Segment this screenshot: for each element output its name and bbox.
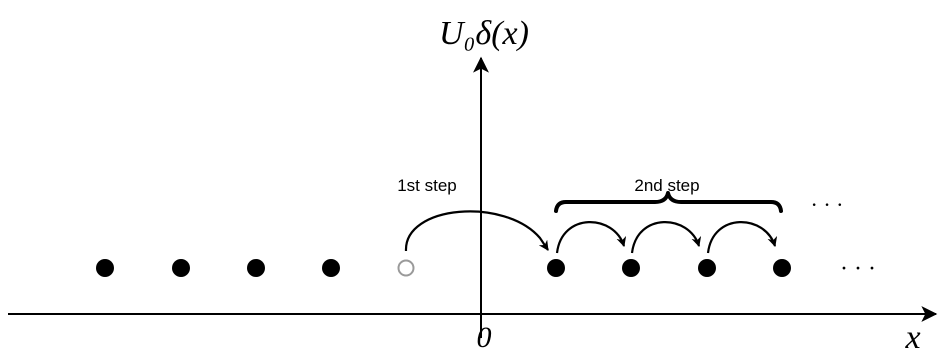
lattice-site-filled xyxy=(547,259,565,277)
lattice-site-filled xyxy=(96,259,114,277)
lattice-site-filled xyxy=(172,259,190,277)
second-step-hop-arrow xyxy=(555,221,627,254)
second-step-brace xyxy=(554,191,783,213)
lattice-site-filled xyxy=(622,259,640,277)
lattice-site-filled xyxy=(322,259,340,277)
second-step-label: 2nd step xyxy=(634,176,699,195)
first-step-label: 1st step xyxy=(397,176,457,195)
x-axis-label: x xyxy=(904,319,920,355)
second-step-hop-arrow xyxy=(630,221,702,254)
lattice-site-filled xyxy=(773,259,791,277)
y-axis-label: U₀δ(x) xyxy=(439,15,529,52)
ellipsis-upper: · · · xyxy=(811,192,844,217)
lattice-site-filled xyxy=(698,259,716,277)
second-step-hop-arrow xyxy=(706,221,778,254)
lattice-site-hollow xyxy=(397,259,415,277)
origin-label: 0 xyxy=(477,321,492,354)
first-step-arrow xyxy=(404,210,549,252)
lattice-site-filled xyxy=(247,259,265,277)
ellipsis-lower: · · · xyxy=(840,256,876,282)
